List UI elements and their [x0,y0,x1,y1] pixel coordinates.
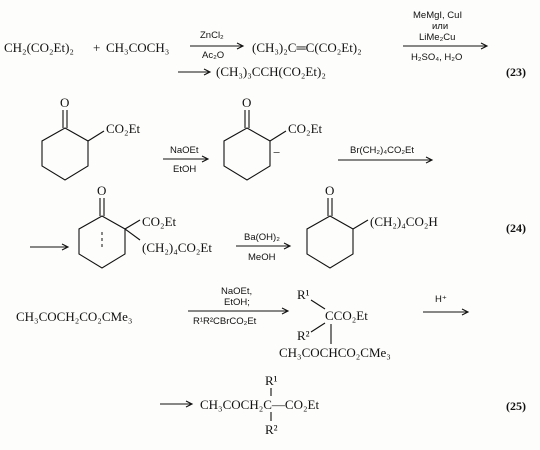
etoh-condition: EtOH; [224,297,250,308]
r2-bond [310,322,326,333]
r2-substituent: R² [265,422,278,437]
carbonyl-oxygen: O [242,95,251,110]
acetoacetate-fragment: CH₃COCHCO₂CMe₃ [279,345,391,360]
ester-bond [87,130,105,142]
carbonyl-oxygen: O [60,95,69,110]
lime2cu-condition: LiMe₂Cu [419,32,455,43]
quaternary-carbon-ester: CCO₂Et [325,308,368,323]
equation-number-24: (24) [506,221,526,235]
carbanion-charge: − [273,145,280,160]
ester-group: CO₂Et [288,121,323,136]
arrow-head [236,42,245,50]
arrow-head [61,243,70,251]
arrow-head [203,68,212,76]
r1-substituent: R¹ [265,373,278,388]
chain-bond [124,228,141,241]
etoh-condition: EtOH [173,164,196,175]
keto-ester-product: CH₃COCH₂C—CO₂Et [200,397,319,412]
tert-butyl-acetoacetate-reactant: CH₃COCH₂CO₂CMe₃ [16,309,132,324]
carbonyl-oxygen: O [325,183,334,198]
cyclohexane-ring [78,215,126,269]
alkylidene-intermediate: (CH₃)₂C═C(CO₂Et)₂ [252,40,362,55]
side-chain-ester: (CH₂)₄CO₂Et [142,240,212,255]
bromoester-condition: Br(CH₂)₄CO₂Et [350,145,414,156]
carbonyl-oxygen: O [97,183,106,198]
side-chain-acid: (CH₂)₄CO₂H [370,214,438,229]
arrow-head [283,242,292,250]
arrow-head [425,156,434,164]
naoet-condition: NaOEt, [221,286,252,297]
alkylated-intermediate-structure: R¹ CCO₂Et R² CH₃COCHCO₂CMe₃ [279,287,391,360]
or-condition: или [432,21,448,32]
r1-bond [310,299,326,310]
malonate-reactant: CH₂(CO₂Et)₂ [4,40,74,55]
tert-butyl-malonate-product: (CH₃)₃CCH(CO₂Et)₂ [216,64,326,79]
cyclohexane-ring [223,127,271,181]
arrow-head [461,308,470,316]
memgi-condition: MeMgI, CuI [413,10,462,21]
meoh-condition: MeOH [248,252,276,263]
enolate-structure: O CO₂Et − [223,95,323,181]
ac2o-condition: Ac₂O [202,50,224,61]
h2so4-condition: H₂SO₄, H₂O [411,52,462,63]
keto-acid-structure: O (CH₂)₄CO₂H [306,183,438,269]
acid-condition: H⁺ [435,294,447,305]
r2-substituent: R² [297,328,310,343]
ester-group: CO₂Et [142,214,177,229]
equation-number-25: (25) [506,399,526,413]
cyclohexane-ring [306,215,354,269]
plus-sign: + [93,40,100,55]
arrow-head [201,155,210,163]
ester-bond [269,130,287,142]
cyclohexane-ring [41,127,89,181]
ester-bond [124,219,141,230]
acetone-reactant: CH₃COCH₃ [106,40,169,55]
chain-bond [352,219,369,230]
equation-number-23: (23) [506,65,526,79]
alkylated-ketoester-structure: O CO₂Et (CH₂)₄CO₂Et [78,183,212,269]
naoet-condition: NaOEt [170,145,199,156]
baoh2-condition: Ba(OH)₂ [244,232,280,243]
bromoester-condition: R¹R²CBrCO₂Et [193,316,257,327]
r1-substituent: R¹ [297,287,310,302]
arrow-head [185,400,194,408]
arrow-head [480,42,489,50]
arrow-head [281,307,290,315]
cyclohexanone-ester-structure: O CO₂Et [41,95,141,181]
zncl2-condition: ZnCl₂ [200,30,224,41]
ester-group: CO₂Et [106,121,141,136]
